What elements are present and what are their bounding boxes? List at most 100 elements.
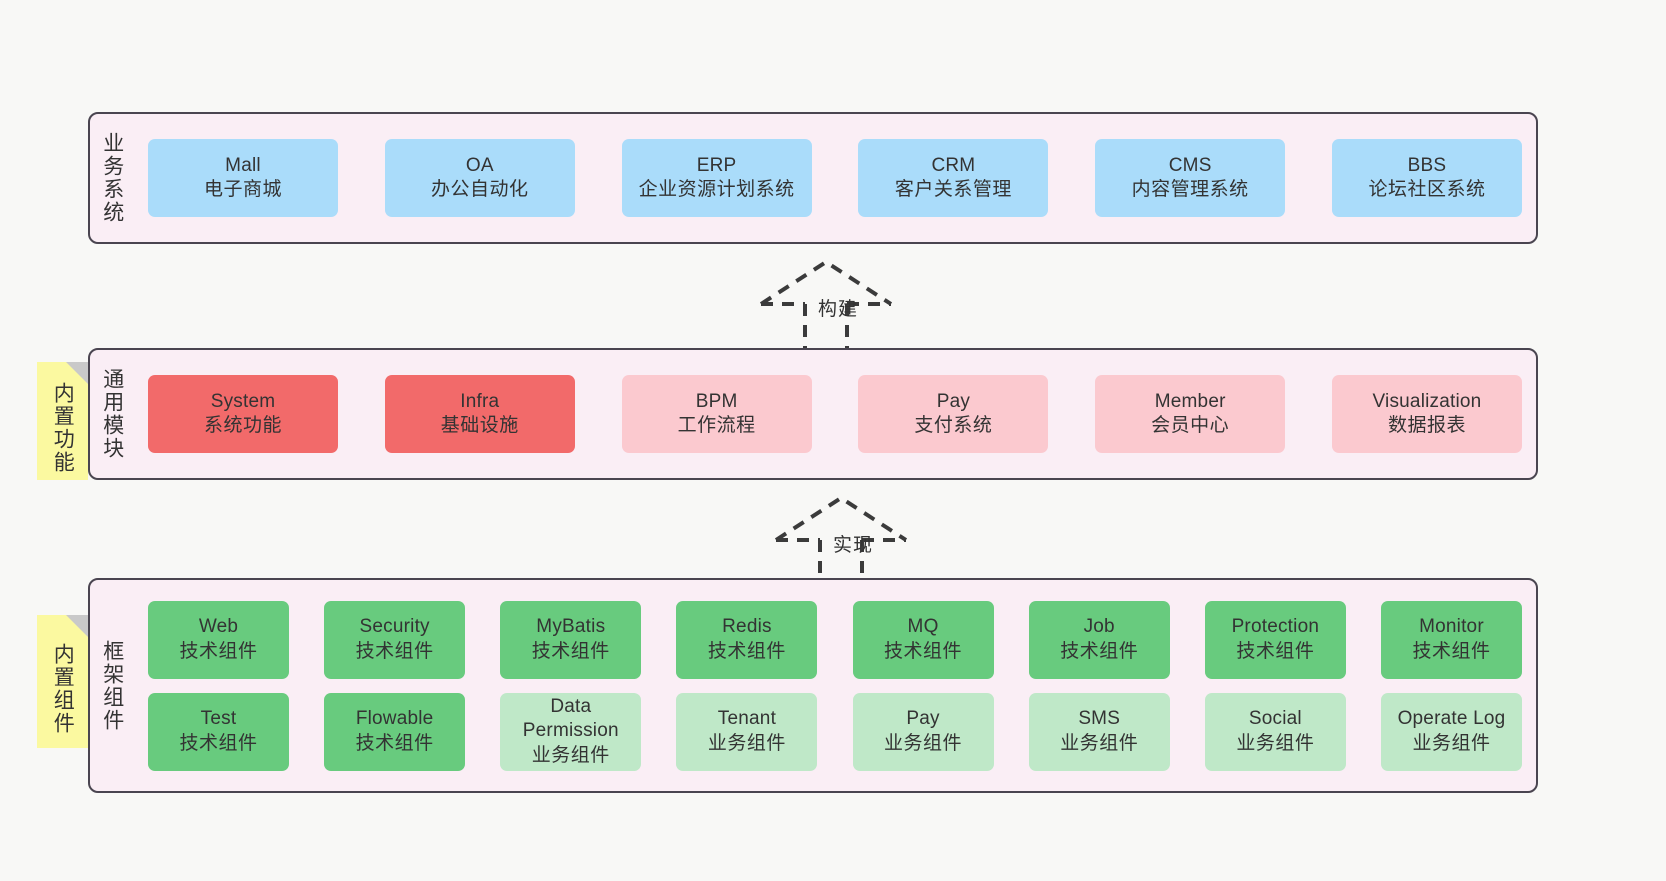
card-title-en: Security (359, 616, 430, 638)
card-title-cn: 业务组件 (531, 744, 610, 766)
card-title-cn: 技术组件 (179, 640, 258, 662)
card-title-en: MyBatis (536, 616, 606, 638)
card-title-cn: 内容管理系统 (1131, 179, 1249, 200)
card-title-en: Pay (906, 708, 940, 730)
card-title-en: Pay (936, 390, 971, 412)
card-title-cn: 技术组件 (884, 640, 963, 662)
arrow-build: 构建 (755, 256, 905, 348)
card-title-en: CRM (931, 154, 976, 176)
arrow-build-label: 构建 (818, 299, 859, 320)
layer-modules-label: 通用模块 (100, 368, 124, 460)
card-title-en: System (210, 390, 276, 412)
card-title-en: Visualization (1372, 390, 1482, 412)
module-card-system[interactable]: System 系统功能 (148, 375, 338, 453)
card-title-en: Monitor (1419, 616, 1484, 638)
card-title-cn: 业务组件 (707, 732, 786, 754)
card-title-cn: 会员中心 (1151, 415, 1230, 436)
arrow-head-build (759, 259, 893, 306)
card-title-cn: 系统功能 (203, 415, 282, 436)
module-card-infra[interactable]: Infra 基础设施 (384, 375, 575, 453)
card-title-en: SMS (1078, 708, 1121, 730)
card-title-en: Mall (225, 154, 261, 176)
layer-framework-label: 框架组件 (100, 639, 124, 732)
arrow-head-implement (774, 495, 908, 542)
card-title-en: Member (1154, 390, 1226, 412)
card-title-en: Web (198, 616, 239, 638)
card-title-en: BPM (695, 390, 738, 412)
card-title-en: Infra (460, 390, 500, 412)
card-title-en: MQ (907, 616, 939, 638)
card-title-cn: 业务组件 (1060, 732, 1139, 754)
layer-business-label: 业务系统 (100, 132, 124, 224)
card-title-cn: 客户关系管理 (894, 179, 1012, 200)
business-card-mall[interactable]: Mall 电子商城 (148, 139, 338, 217)
note-fold-corner-icon (66, 362, 88, 384)
note-fold-corner-icon (66, 615, 88, 637)
card-title-cn: 业务组件 (1412, 732, 1491, 754)
card-title-cn: 技术组件 (179, 732, 258, 754)
card-title-cn: 基础设施 (440, 415, 519, 436)
card-title-cn: 办公自动化 (431, 179, 529, 200)
card-title-cn: 技术组件 (1412, 640, 1491, 662)
card-title-cn: 技术组件 (1060, 640, 1139, 662)
card-title-cn: 电子商城 (203, 179, 282, 200)
arrow-implement: 实现 (770, 492, 920, 584)
card-title-en: Operate Log (1397, 708, 1506, 730)
card-title-cn: 业务组件 (1236, 732, 1315, 754)
card-title-en: Test (200, 708, 237, 730)
card-title-cn: 技术组件 (1236, 640, 1315, 662)
card-title-en: CMS (1168, 154, 1212, 176)
card-title-en: Social (1248, 708, 1302, 730)
card-title-cn: 技术组件 (707, 640, 786, 662)
card-title-cn: 论坛社区系统 (1368, 179, 1486, 200)
card-title-en: OA (465, 154, 494, 176)
card-title-en: Redis (722, 616, 772, 638)
card-title-cn: 工作流程 (677, 415, 756, 436)
module-card-member[interactable]: Member 会员中心 (1095, 375, 1286, 453)
card-title-cn: 企业资源计划系统 (638, 179, 795, 200)
card-title-en: BBS (1407, 154, 1447, 176)
business-card-oa[interactable]: OA 办公自动化 (384, 139, 575, 217)
business-card-bbs[interactable]: BBS 论坛社区系统 (1331, 139, 1522, 217)
note-builtin-components-label: 内置组件 (51, 642, 75, 735)
business-card-cms[interactable]: CMS 内容管理系统 (1095, 139, 1286, 217)
card-title-cn: 技术组件 (355, 732, 434, 754)
card-title-en: Data Permission (522, 696, 619, 742)
card-title-cn: 业务组件 (884, 732, 963, 754)
card-title-en: Tenant (717, 708, 777, 730)
module-card-bpm[interactable]: BPM 工作流程 (621, 375, 812, 453)
card-title-cn: 技术组件 (355, 640, 434, 662)
card-title-cn: 数据报表 (1387, 415, 1466, 436)
arrow-implement-label: 实现 (833, 535, 874, 556)
note-builtin-components: 内置组件 (37, 615, 88, 748)
business-card-crm[interactable]: CRM 客户关系管理 (858, 139, 1049, 217)
module-card-visualization[interactable]: Visualization 数据报表 (1331, 375, 1522, 453)
card-title-en: Job (1083, 616, 1115, 638)
